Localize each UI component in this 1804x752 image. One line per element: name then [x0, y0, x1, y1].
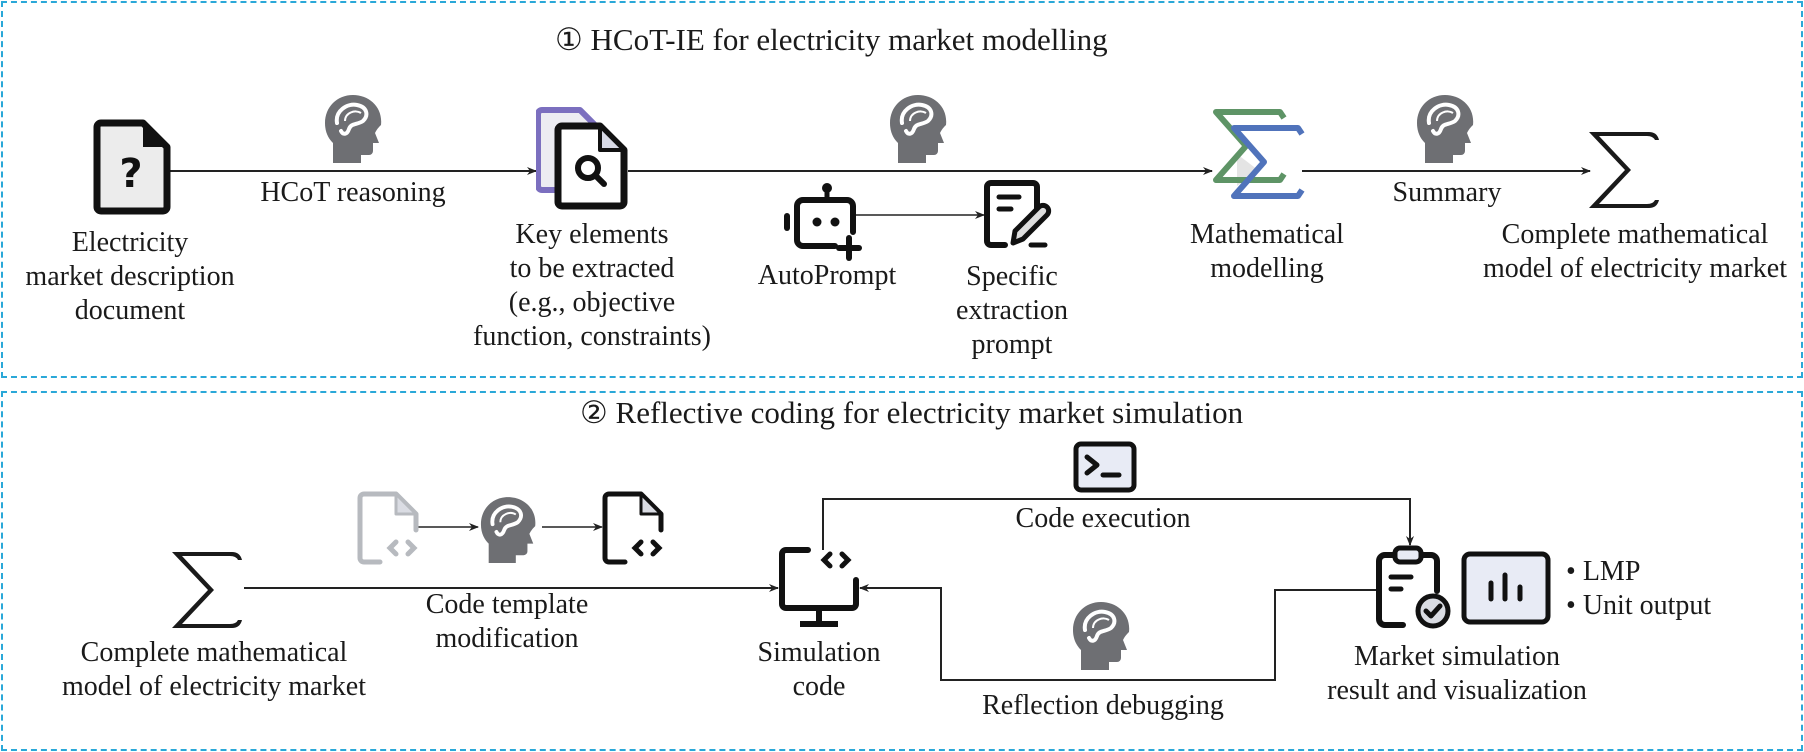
bullet: •: [1566, 590, 1576, 621]
clipboard-check-icon: [1376, 545, 1451, 629]
node-complete-model-2: Complete mathematical model of electrici…: [62, 636, 366, 704]
search-document-icon: [536, 107, 628, 210]
node-input-document: Electricity market description document: [25, 226, 234, 328]
label-line: Complete mathematical: [80, 637, 348, 668]
label-line: extraction: [956, 295, 1068, 326]
code-template-icon: [357, 491, 419, 565]
node-specific-prompt: Specific extraction prompt: [956, 260, 1068, 362]
code-file-icon: [602, 491, 664, 565]
output-label: Unit output: [1582, 590, 1712, 621]
bullet: •: [1566, 556, 1576, 587]
node-autoprompt: AutoPrompt: [757, 260, 897, 291]
label-line: result and visualization: [1327, 675, 1587, 706]
node-key-elements: Key elements to be extracted (e.g., obje…: [473, 218, 711, 354]
robot-icon: [784, 183, 862, 261]
brain-icon: [890, 95, 947, 163]
sigma-modelling-icon: [1213, 109, 1305, 199]
edge-label-hcot: HCoT reasoning: [260, 177, 446, 208]
label-line: Specific: [966, 261, 1058, 292]
node-market-result: Market simulation result and visualizati…: [1327, 640, 1587, 708]
label-line: function, constraints): [473, 321, 711, 352]
brain-icon: [1417, 95, 1474, 163]
code-monitor-icon: [779, 547, 859, 627]
terminal-icon: [1073, 441, 1137, 493]
brain-icon: [480, 497, 536, 563]
svg-text:?: ?: [119, 151, 142, 197]
output-item-lmp: • LMP: [1566, 555, 1640, 589]
label-line: Code template: [425, 589, 589, 620]
bar-chart-icon: [1461, 551, 1551, 625]
edge-code-execution: [822, 498, 1414, 550]
edge-label-reflection-debugging: Reflection debugging: [982, 690, 1224, 721]
brain-icon: [325, 95, 382, 163]
sigma-icon: [1589, 132, 1659, 208]
section-2-title: ② Reflective coding for electricity mark…: [580, 395, 1244, 430]
label-line: Market simulation: [1353, 641, 1561, 672]
label-line: Key elements: [515, 219, 669, 250]
edge-label-summary: Summary: [1392, 177, 1502, 208]
label-line: modelling: [1210, 253, 1324, 284]
section-1-title: ① HCoT-IE for electricity market modelli…: [555, 22, 1108, 57]
label-line: document: [74, 295, 186, 326]
brain-icon: [1073, 602, 1130, 670]
panel-reflective-coding: [1, 391, 1803, 751]
edge-reflection-debugging: [859, 584, 1377, 681]
node-template-modification: Code template modification: [426, 588, 589, 656]
label-line: (e.g., objective: [508, 287, 676, 318]
label-line: Mathematical: [1190, 219, 1344, 250]
edit-document-icon: [984, 180, 1052, 248]
node-math-modelling: Mathematical modelling: [1190, 218, 1344, 286]
label-line: model of electricity market: [1483, 253, 1787, 284]
output-item-unit-output: • Unit output: [1566, 589, 1711, 623]
label-line: Electricity: [71, 227, 189, 258]
panel-hcot-ie: [1, 1, 1803, 378]
label-line: modification: [435, 623, 579, 654]
label-line: market description: [25, 261, 235, 292]
node-complete-model: Complete mathematical model of electrici…: [1483, 218, 1787, 286]
node-simulation-code: Simulation code: [758, 636, 881, 704]
label-line: Simulation: [757, 637, 881, 668]
label-line: model of electricity market: [62, 671, 366, 702]
label-line: Complete mathematical: [1501, 219, 1769, 250]
sigma-icon: [172, 552, 242, 628]
label-line: prompt: [971, 329, 1053, 360]
question-document-icon: ?: [93, 119, 171, 215]
label-line: to be extracted: [509, 253, 675, 284]
label-line: code: [792, 671, 846, 702]
edge-label-code-execution: Code execution: [1015, 503, 1191, 534]
output-label: LMP: [1582, 556, 1641, 587]
